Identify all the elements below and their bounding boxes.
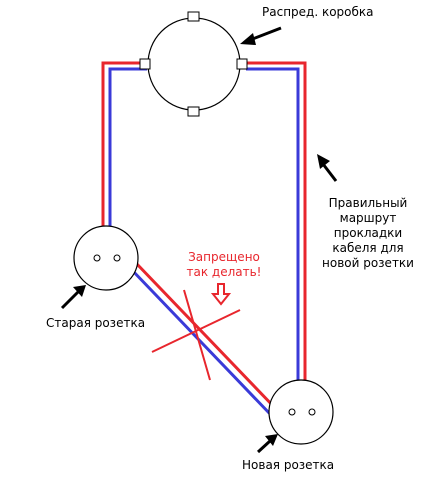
junction-box-terminal-top	[187, 11, 200, 22]
arrow-icon	[60, 285, 86, 310]
new-socket-label: Новая розетка	[242, 458, 335, 472]
old-socket-hole-right	[113, 254, 121, 262]
correct-route-label-line: маршрут	[339, 211, 397, 225]
junction-box-terminal-bottom	[187, 106, 200, 117]
down-arrow-icon	[210, 283, 232, 306]
junction-box-label: Распред. коробка	[262, 5, 374, 19]
correct-route-label-line: кабеля для	[332, 241, 404, 255]
arrow-icon	[256, 434, 278, 454]
new-socket	[268, 379, 334, 445]
arrow-icon	[240, 26, 282, 45]
old-socket	[73, 225, 139, 291]
wire-old-socket-to-box	[101, 61, 147, 232]
old-socket-label: Старая розетка	[46, 316, 146, 330]
wire-box-to-new-socket	[246, 61, 307, 398]
cross-mark-icon	[151, 289, 241, 381]
correct-route-label-line: Правильный	[328, 196, 408, 210]
old-socket-hole-left	[93, 254, 101, 262]
junction-box-terminal-left	[139, 58, 151, 70]
junction-box	[139, 11, 248, 117]
correct-route-label-line: прокладки	[333, 226, 403, 240]
new-socket-hole-right	[308, 408, 316, 416]
junction-box-terminal-right	[236, 58, 248, 70]
forbidden-warning-label: Запрещено так делать!	[176, 250, 272, 280]
new-socket-hole-left	[288, 408, 296, 416]
forbidden-warning-line: Запрещено	[188, 250, 260, 264]
correct-route-label: Правильный маршрут прокладки кабеля для …	[320, 196, 416, 271]
correct-route-label-line: новой розетки	[322, 256, 414, 270]
arrow-icon	[317, 154, 338, 182]
wire-forbidden-diagonal	[128, 260, 279, 418]
forbidden-warning-line: так делать!	[186, 265, 262, 279]
